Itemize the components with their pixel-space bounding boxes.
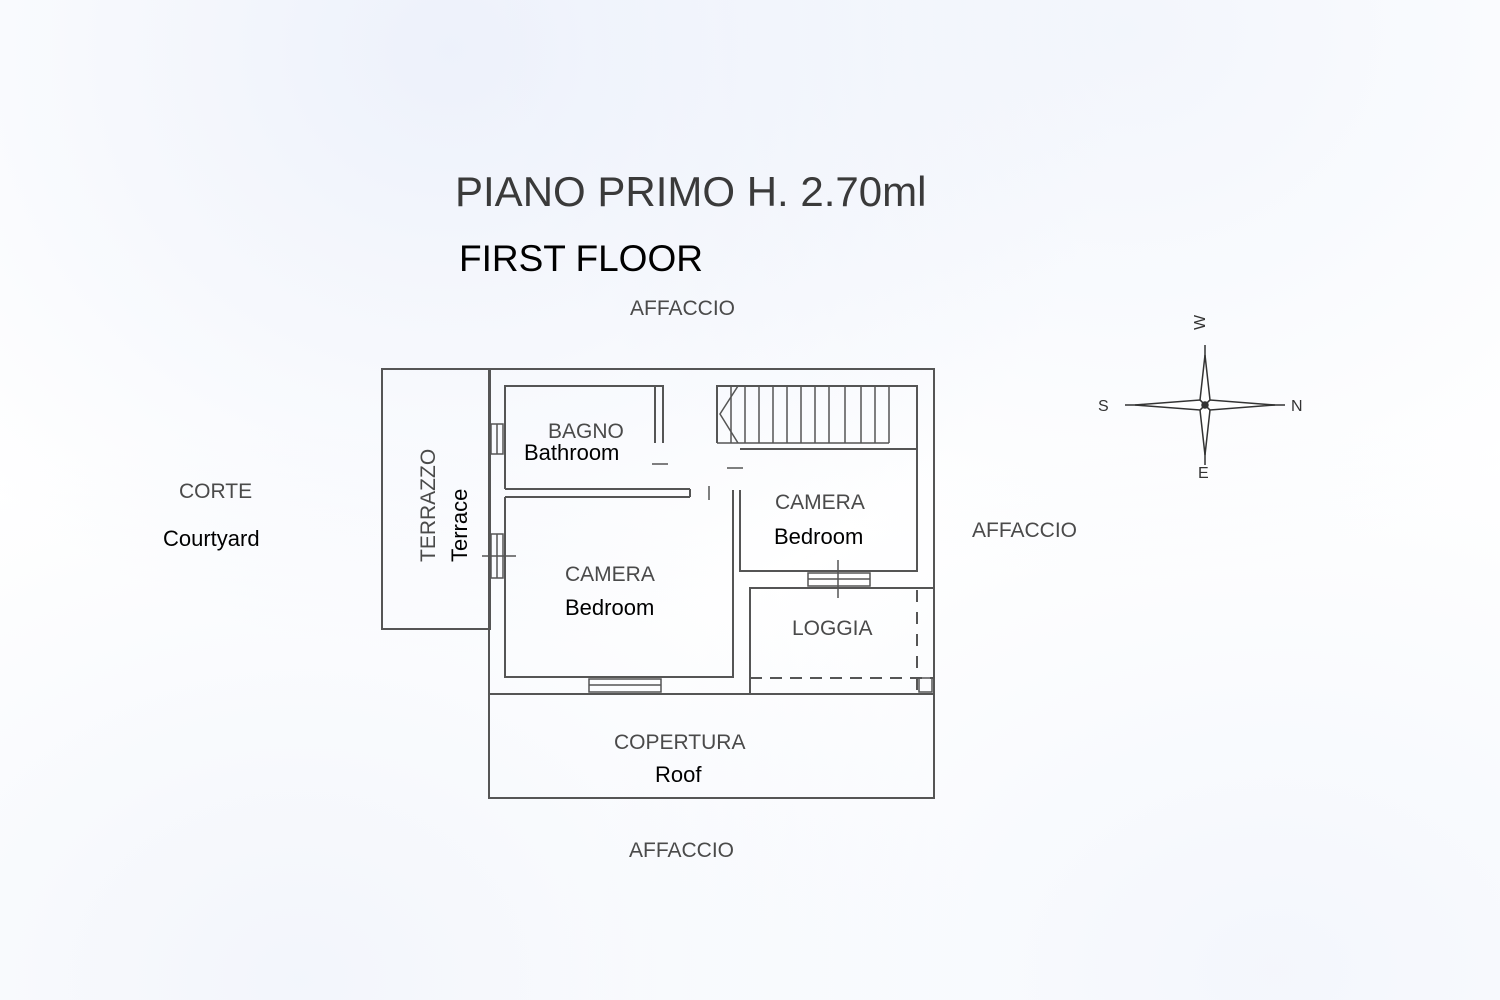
bedroom-right-wall — [739, 448, 918, 572]
stairs — [717, 385, 890, 444]
label-corte: CORTE — [179, 480, 253, 503]
bathroom-label-it: BAGNO — [548, 420, 624, 443]
compass-east: N — [1291, 398, 1303, 415]
loggia-wall — [749, 587, 934, 694]
plan-title: PIANO PRIMO H. 2.70ml — [455, 168, 927, 215]
building-outline — [488, 368, 935, 799]
compass-west: S — [1098, 398, 1109, 415]
roof-label-it: COPERTURA — [614, 731, 746, 754]
terrace-label-it: TERRAZZO — [417, 448, 440, 562]
loggia-label: LOGGIA — [792, 617, 873, 640]
label-affaccio-bottom: AFFACCIO — [629, 839, 735, 862]
bathroom-wall — [504, 385, 664, 489]
label-affaccio-top: AFFACCIO — [630, 297, 736, 320]
plan-subtitle: FIRST FLOOR — [459, 238, 703, 279]
bedroom-left-wall — [504, 490, 734, 678]
windows — [482, 423, 933, 693]
compass-south: E — [1198, 465, 1209, 482]
bathroom-label-en: Bathroom — [524, 440, 620, 465]
bedroom-left-label-en: Bedroom — [565, 595, 655, 620]
compass-north: W — [1192, 314, 1209, 330]
terrace-label-en: Terrace — [447, 488, 472, 562]
label-courtyard: Courtyard — [163, 526, 260, 551]
stair-wall — [716, 385, 918, 449]
bedroom-right-label-en: Bedroom — [774, 524, 864, 549]
bedroom-left-label-it: CAMERA — [565, 563, 655, 586]
label-affaccio-right: AFFACCIO — [972, 519, 1078, 542]
compass-rose — [1125, 345, 1285, 465]
roof-label-en: Roof — [655, 762, 702, 787]
bedroom-right-label-it: CAMERA — [775, 491, 865, 514]
